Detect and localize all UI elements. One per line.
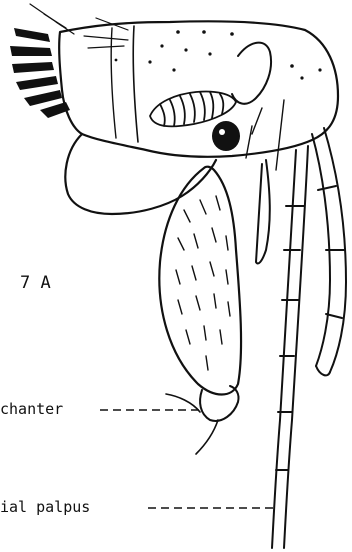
labial-palpus	[272, 146, 308, 548]
face-setae	[246, 100, 284, 170]
figure-label: 7 A	[20, 273, 51, 293]
head-capsule	[59, 21, 338, 156]
bristles	[30, 4, 128, 48]
antennal-socket	[232, 43, 271, 104]
genal-lobe	[65, 134, 216, 214]
antenna-segments	[150, 91, 236, 126]
maxillary-palpus	[312, 128, 346, 375]
head-suture	[133, 26, 138, 142]
eye	[212, 121, 240, 151]
head-pores	[115, 30, 322, 79]
maxilla-setae	[176, 196, 230, 370]
callout-trochanter-label: chanter	[0, 400, 63, 418]
callout-labial-palpus-label: ial palpus	[0, 498, 90, 516]
galea	[256, 160, 270, 264]
